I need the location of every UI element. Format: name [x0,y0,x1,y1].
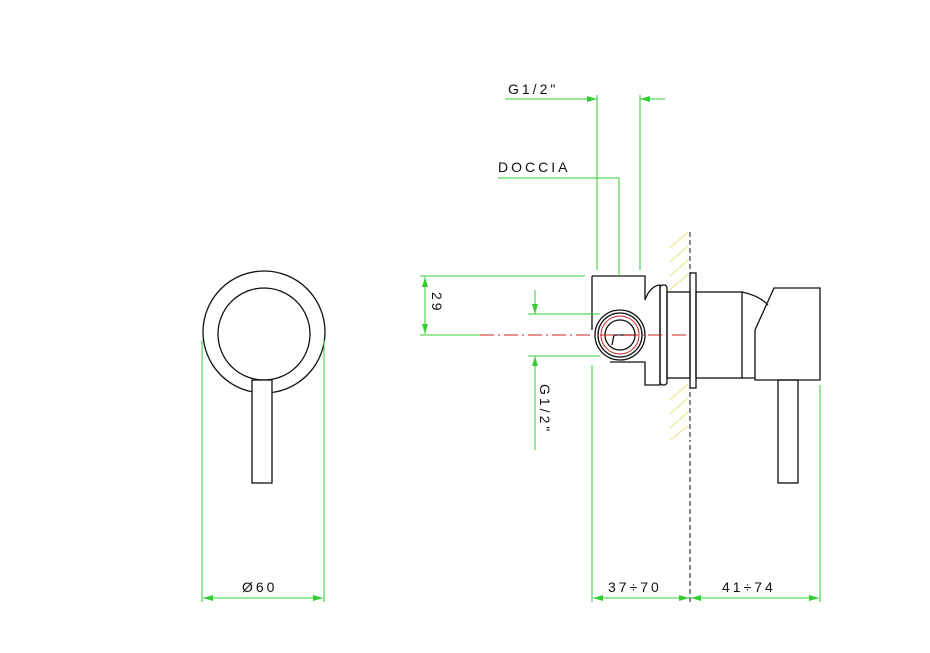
outlet-label: DOCCIA [498,159,570,175]
height-label: 29 [429,292,445,314]
front-view: Ø60 [201,270,326,602]
rosette-inner [217,287,311,381]
depth-range-2-label: 41÷74 [722,579,776,595]
diameter-label: Ø60 [242,579,277,595]
side-view: G1/2" DOCCIA 29 G1/2" 37÷70 41÷74 [420,81,821,602]
lever-handle-side [777,379,799,484]
depth-range-1-label: 37÷70 [608,579,662,595]
thread-side-label: G1/2" [537,384,553,434]
lever-handle [251,379,273,484]
thread-top-label: G1/2" [508,81,558,97]
rosette-outer [202,270,326,394]
lever-body [754,287,821,381]
wall-hatch [669,231,691,442]
